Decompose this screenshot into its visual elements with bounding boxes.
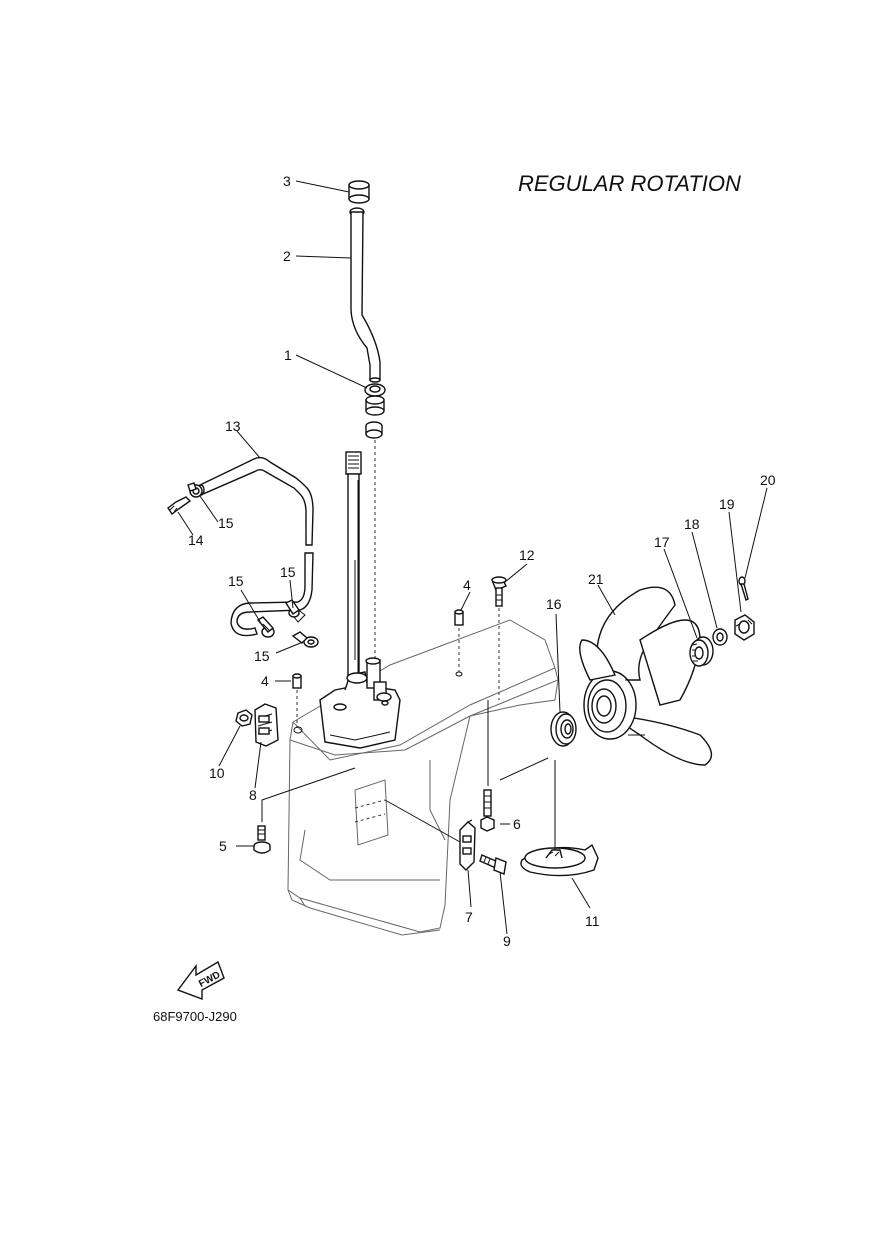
water-tube-part-2 [349, 207, 381, 383]
seal-part-1 [364, 383, 386, 439]
callout-4-b: 4 [261, 673, 269, 689]
callout-21: 21 [588, 571, 604, 587]
callout-18: 18 [684, 516, 700, 532]
callout-15-c: 15 [280, 564, 296, 580]
dowel-pin-part-4-b [292, 673, 303, 734]
propeller-part-21 [579, 586, 713, 766]
callout-3: 3 [283, 173, 291, 189]
callout-11: 11 [585, 913, 600, 929]
screw-part-5 [253, 825, 271, 854]
lower-case-housing [287, 619, 559, 936]
callout-15-b: 15 [228, 573, 244, 589]
callout-9: 9 [503, 933, 511, 949]
bolt-part-12 [491, 576, 507, 700]
fwd-arrow-icon: FWD [176, 960, 225, 1001]
diagram-title: REGULAR ROTATION [518, 171, 741, 196]
callout-numbers: 3 2 1 13 14 15 15 15 15 4 4 12 10 8 5 6 … [188, 173, 776, 949]
washer-part-18 [712, 628, 728, 646]
callout-5: 5 [219, 838, 227, 854]
spacer-part-17 [689, 636, 714, 667]
drive-shaft [345, 451, 362, 685]
cotter-pin-part-20 [738, 576, 749, 601]
nut-part-10 [235, 709, 253, 727]
bolt-part-9 [479, 854, 507, 875]
callout-15-a: 15 [218, 515, 234, 531]
callout-8: 8 [249, 787, 257, 803]
trim-tab-part-7 [459, 819, 476, 871]
nut-part-19 [734, 614, 755, 641]
fitting-part-14 [167, 496, 192, 516]
drawing-code: 68F9700-J290 [153, 1009, 237, 1024]
callout-17: 17 [654, 534, 670, 550]
grommet-part-3 [348, 180, 370, 204]
clamp-part-15-b [256, 616, 275, 638]
callout-15-d: 15 [254, 648, 270, 664]
holder-part-8 [254, 703, 279, 747]
callout-14: 14 [188, 532, 204, 548]
callout-16: 16 [546, 596, 562, 612]
callout-6: 6 [513, 816, 521, 832]
leader-lines [177, 180, 768, 935]
callout-2: 2 [283, 248, 291, 264]
clamp-part-15-a [187, 482, 203, 498]
callout-4-a: 4 [463, 577, 471, 593]
anode-part-11 [520, 843, 599, 877]
callout-12: 12 [519, 547, 535, 563]
thrust-washer-part-16 [550, 711, 577, 747]
clamp-part-15-d [291, 631, 319, 648]
pump-base [319, 657, 401, 749]
callout-20: 20 [760, 472, 776, 488]
callout-19: 19 [719, 496, 735, 512]
callout-7: 7 [465, 909, 473, 925]
dowel-pin-part-4-a [454, 609, 464, 677]
callout-10: 10 [209, 765, 225, 781]
callout-1: 1 [284, 347, 292, 363]
bolt-part-6 [480, 700, 495, 832]
callout-13: 13 [225, 418, 241, 434]
